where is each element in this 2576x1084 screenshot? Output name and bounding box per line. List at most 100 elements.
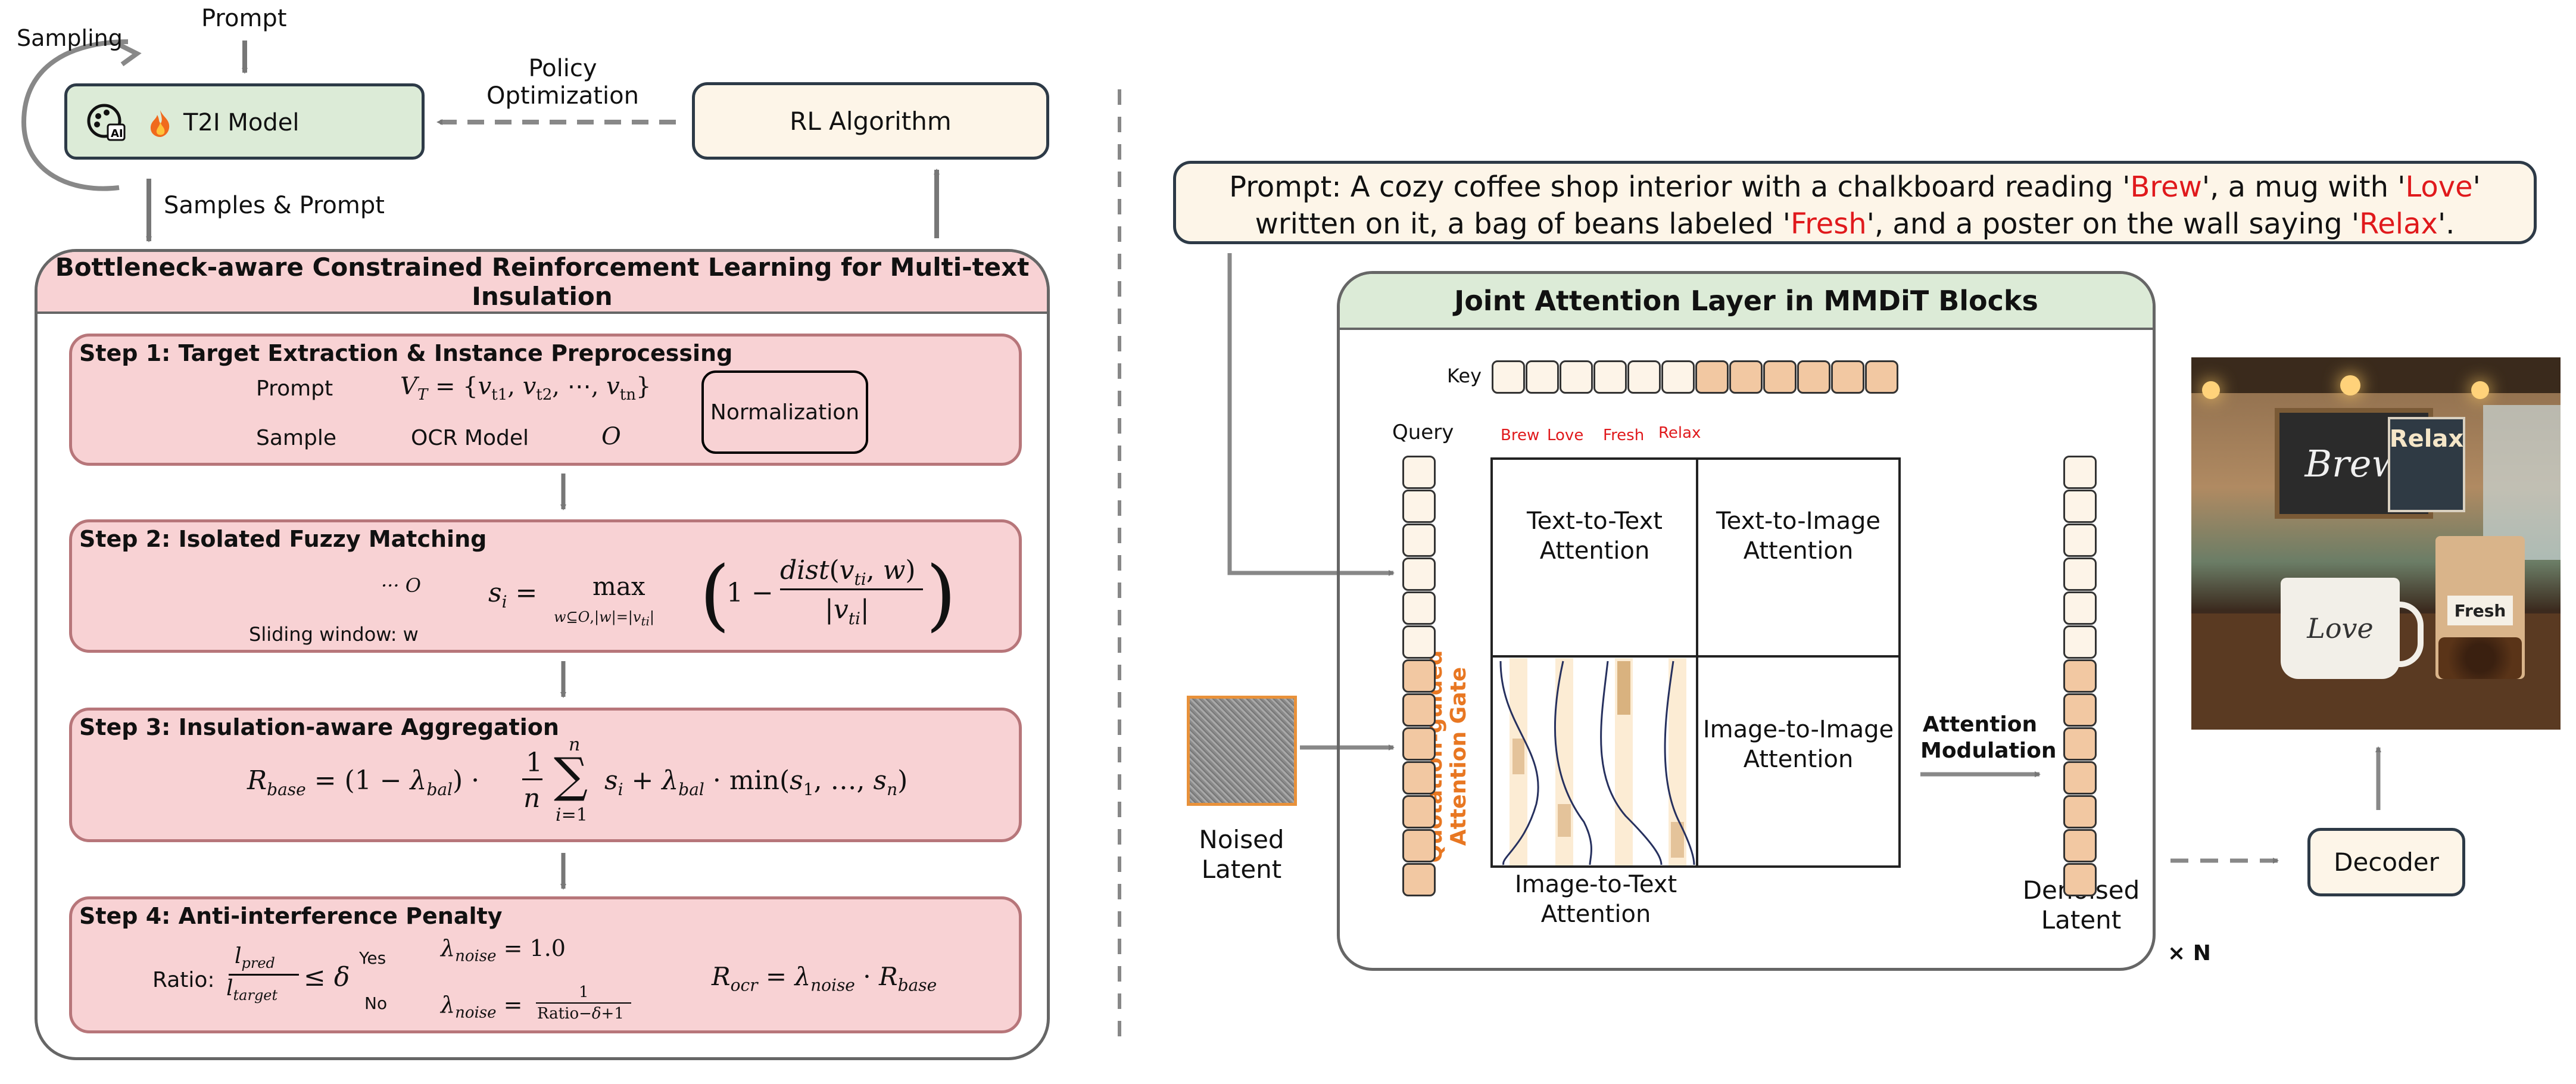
generated-image: Brew Relax Love Fresh bbox=[2191, 357, 2561, 730]
query-token bbox=[1402, 761, 1436, 795]
denoised-token bbox=[2063, 625, 2097, 659]
key-token bbox=[1661, 360, 1695, 394]
query-label: Query bbox=[1392, 420, 1454, 444]
denoised-token bbox=[2063, 591, 2097, 625]
step1-prompt-word: Prompt bbox=[256, 376, 333, 401]
t2i-model-box: AI T2I Model bbox=[64, 83, 425, 160]
rl-algorithm-box: RL Algorithm bbox=[692, 82, 1049, 160]
ratio-label: Ratio: bbox=[152, 968, 215, 992]
prompt-box: Prompt: A cozy coffee shop interior with… bbox=[1173, 161, 2537, 244]
step2-title: Step 2: Isolated Fuzzy Matching bbox=[79, 526, 487, 552]
framework-container: Bottleneck-aware Constrained Reinforceme… bbox=[35, 249, 1050, 1060]
denoised-token bbox=[2063, 761, 2097, 795]
noise-no-formula: λnoise = 1 Ratio−δ+1 bbox=[441, 980, 655, 1033]
word-relax: Relax bbox=[2359, 207, 2438, 241]
query-token bbox=[1402, 863, 1436, 896]
step3-formula: Rbase = (1 − λbal) · 1 n n ∑ i=1 si + λb… bbox=[247, 734, 908, 826]
denoised-token bbox=[2063, 795, 2097, 828]
step1-ocr-model: OCR Model bbox=[411, 426, 529, 450]
normalization-box: Normalization bbox=[701, 370, 868, 454]
joint-attention-container: Joint Attention Layer in MMDiT Blocks bbox=[1337, 271, 2156, 971]
image-mug: Love bbox=[2281, 578, 2400, 679]
step4-box: Step 4: Anti-interference Penalty bbox=[69, 896, 1022, 1033]
query-token bbox=[1402, 625, 1436, 659]
key-word-fresh: Fresh bbox=[1603, 426, 1645, 444]
t2i-model-label: T2I Model bbox=[183, 109, 300, 136]
query-token bbox=[1402, 557, 1436, 591]
query-token bbox=[1402, 591, 1436, 625]
r-ocr-formula: Rocr = λnoise · Rbase bbox=[712, 962, 937, 995]
key-word-love: Love bbox=[1547, 426, 1584, 444]
denoised-token bbox=[2063, 727, 2097, 761]
key-token bbox=[1729, 360, 1763, 394]
key-token bbox=[1593, 360, 1627, 394]
word-brew: Brew bbox=[2130, 170, 2202, 204]
query-token bbox=[1402, 693, 1436, 727]
palette-ai-icon: AI bbox=[86, 103, 126, 142]
word-fresh: Fresh bbox=[1790, 207, 1867, 241]
denoised-token bbox=[2063, 693, 2097, 727]
step2-box: Step 2: Isolated Fuzzy Matching bbox=[69, 519, 1022, 653]
denoised-token bbox=[2063, 456, 2097, 489]
step1-o-symbol: O bbox=[601, 423, 621, 450]
image-poster: Relax bbox=[2388, 417, 2465, 512]
i2i-label: Image-to-Image Attention bbox=[1702, 716, 1894, 773]
noise-yes-formula: λnoise = 1.0 bbox=[441, 935, 566, 965]
t2t-label: Text-to-Text Attention bbox=[1527, 507, 1663, 565]
prompt-line-1: Prompt: A cozy coffee shop interior with… bbox=[1229, 170, 2481, 204]
query-token bbox=[1402, 829, 1436, 862]
image-to-text-attention-stripes bbox=[1499, 658, 1695, 865]
step4-title: Step 4: Anti-interference Penalty bbox=[79, 903, 503, 929]
attention-modulation-label: Attention Modulation bbox=[1920, 712, 2057, 763]
key-token bbox=[1560, 360, 1593, 394]
attention-matrix-frame bbox=[1490, 457, 1901, 868]
samples-prompt-label: Samples & Prompt bbox=[164, 192, 385, 219]
decoder-box: Decoder bbox=[2307, 828, 2465, 896]
step2-formula: si = max w⊆O,|w|=|vti| ( 1 − dist(vti, w… bbox=[488, 549, 956, 640]
framework-title: Bottleneck-aware Constrained Reinforceme… bbox=[38, 252, 1047, 314]
no-label: No bbox=[364, 993, 388, 1013]
prompt-line-2: written on it, a bag of beans labeled 'F… bbox=[1255, 207, 2455, 241]
key-word-relax: Relax bbox=[1658, 424, 1701, 442]
query-token bbox=[1402, 456, 1436, 489]
svg-text:AI: AI bbox=[111, 127, 123, 140]
query-token bbox=[1402, 524, 1436, 557]
denoised-token bbox=[2063, 557, 2097, 591]
step1-title: Step 1: Target Extraction & Instance Pre… bbox=[79, 340, 733, 366]
sampling-loop-arrow bbox=[21, 39, 129, 191]
denoised-token bbox=[2063, 863, 2097, 896]
i2t-label: Image-to-Text Attention bbox=[1514, 871, 1677, 928]
query-token bbox=[1402, 727, 1436, 761]
step1-vt-formula: VT = {vt1, vt2, ⋯, vtn} bbox=[400, 373, 651, 404]
key-token bbox=[1695, 360, 1729, 394]
joint-attention-title: Joint Attention Layer in MMDiT Blocks bbox=[1340, 274, 2153, 330]
sliding-window-label: Sliding window: w bbox=[249, 623, 419, 646]
key-token bbox=[1865, 360, 1898, 394]
yes-label: Yes bbox=[359, 948, 386, 968]
query-token bbox=[1402, 490, 1436, 523]
denoised-token bbox=[2063, 490, 2097, 523]
ratio-formula: lpred ltarget ≤ δ bbox=[226, 944, 350, 1004]
query-token bbox=[1402, 659, 1436, 693]
image-bag-label: Fresh bbox=[2447, 596, 2513, 625]
key-token bbox=[1763, 360, 1797, 394]
key-token bbox=[1797, 360, 1830, 394]
key-label: Key bbox=[1447, 365, 1482, 387]
key-token bbox=[1627, 360, 1661, 394]
query-token bbox=[1402, 795, 1436, 828]
key-token bbox=[1831, 360, 1864, 394]
step1-sample-word: Sample bbox=[256, 426, 336, 450]
fire-icon bbox=[148, 109, 173, 138]
step3-title: Step 3: Insulation-aware Aggregation bbox=[79, 714, 559, 740]
key-word-brew: Brew bbox=[1501, 426, 1540, 444]
rl-algorithm-label: RL Algorithm bbox=[790, 106, 952, 136]
key-token bbox=[1526, 360, 1559, 394]
key-token bbox=[1492, 360, 1525, 394]
step2-dots: ··· O bbox=[381, 574, 421, 597]
t2i-label: Text-to-Image Attention bbox=[1716, 507, 1880, 565]
noised-latent-label: Noised Latent bbox=[1199, 825, 1284, 884]
prompt-label: Prompt bbox=[201, 5, 287, 32]
denoised-token bbox=[2063, 829, 2097, 862]
times-n-label: × N bbox=[2168, 941, 2211, 965]
denoised-token bbox=[2063, 524, 2097, 557]
